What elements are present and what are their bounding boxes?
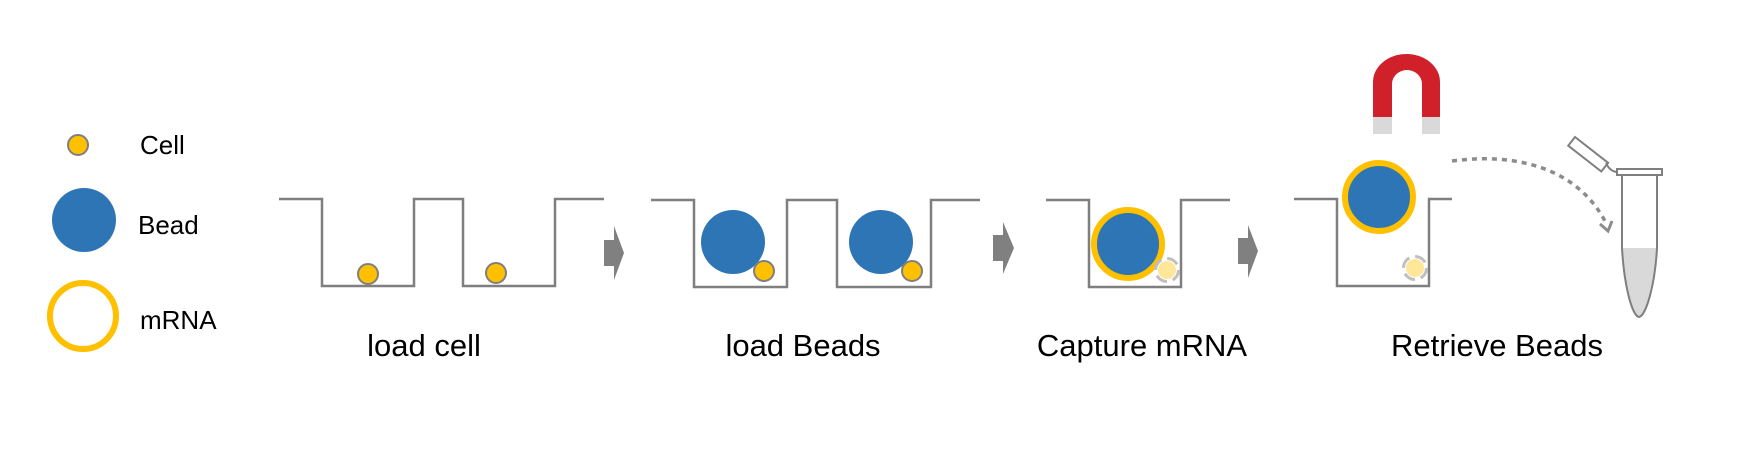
legend-label-mrna: mRNA xyxy=(140,305,217,335)
tube-liquid xyxy=(1622,248,1657,317)
bead-with-mrna-icon xyxy=(1091,207,1165,281)
arrowhead-icon xyxy=(1599,220,1614,234)
cell-icon xyxy=(485,262,507,284)
microwell-array xyxy=(279,197,604,288)
step-load-beads: load Beads xyxy=(651,198,980,363)
bead-icon xyxy=(849,210,913,274)
bead-icon xyxy=(701,210,765,274)
arrow-right-icon xyxy=(604,226,624,280)
arrow-right-icon xyxy=(1238,225,1258,278)
lysed-cell-icon xyxy=(1158,261,1176,279)
legend-label-cell: Cell xyxy=(140,130,185,160)
step-label: load cell xyxy=(367,328,481,363)
step-label: Capture mRNA xyxy=(1037,328,1247,363)
cell-icon xyxy=(753,260,775,282)
microwell xyxy=(1046,198,1230,289)
cell-icon xyxy=(901,260,923,282)
legend: Cell Bead mRNA xyxy=(47,130,217,352)
cell-icon xyxy=(357,263,379,285)
microwell xyxy=(1294,197,1452,288)
bead-with-mrna-icon xyxy=(1342,160,1416,234)
bead-icon xyxy=(52,188,116,252)
cell-icon xyxy=(67,134,89,156)
lysed-cell-icon xyxy=(1406,259,1424,277)
step-label: Retrieve Beads xyxy=(1391,328,1603,363)
legend-label-bead: Bead xyxy=(138,210,199,240)
arrow-right-icon xyxy=(993,222,1014,274)
tube-icon xyxy=(1566,135,1663,319)
mrna-ring-icon xyxy=(47,280,119,352)
step-load-cell: load cell xyxy=(279,197,604,363)
microwell-array xyxy=(651,198,980,289)
lysed-cell-membrane xyxy=(1402,255,1428,281)
step-capture-mrna: Capture mRNA xyxy=(1037,198,1247,363)
transfer-dashed-arrow xyxy=(1451,157,1609,226)
step-retrieve-beads: Retrieve Beads xyxy=(1294,54,1663,363)
lysed-cell-membrane xyxy=(1154,257,1180,283)
step-label: load Beads xyxy=(725,328,880,363)
magnet-icon xyxy=(1373,54,1440,134)
